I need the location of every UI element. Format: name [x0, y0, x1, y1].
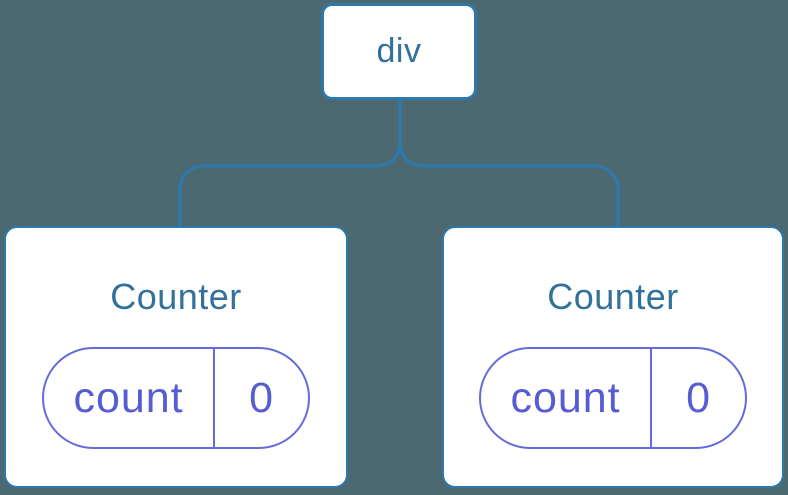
state-key-label: count [510, 373, 621, 422]
state-value-label: 0 [249, 373, 274, 422]
state-pill: count 0 [42, 347, 310, 449]
state-key-cell: count [44, 349, 216, 447]
counter-card-right: Counter count 0 [442, 226, 784, 488]
state-value-label: 0 [686, 373, 711, 422]
counter-title: Counter [110, 276, 242, 317]
root-node-label: div [376, 32, 422, 70]
state-key-cell: count [481, 349, 653, 447]
counter-title: Counter [547, 276, 679, 317]
counter-card-left: Counter count 0 [4, 226, 348, 488]
state-value-cell: 0 [215, 349, 308, 447]
root-node-div: div [321, 3, 477, 100]
state-value-cell: 0 [652, 349, 745, 447]
connector-right-branch [398, 100, 620, 227]
state-pill: count 0 [479, 347, 747, 449]
connector-left-branch [178, 100, 402, 227]
state-key-label: count [73, 373, 184, 422]
